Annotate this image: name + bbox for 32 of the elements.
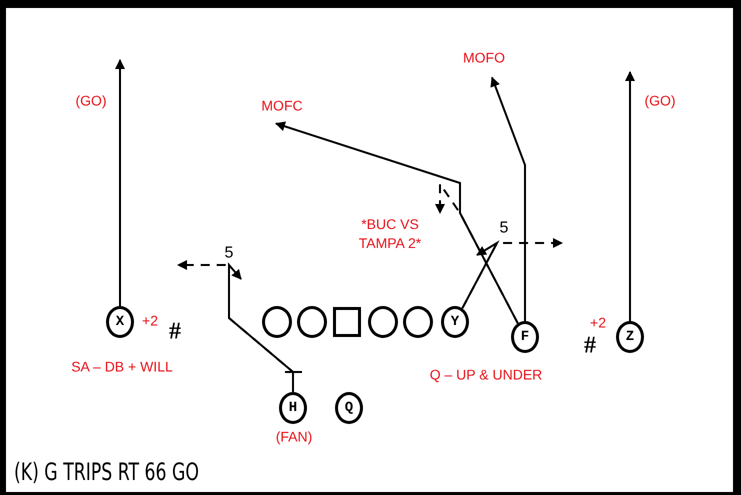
route-arrow — [228, 262, 302, 392]
route-label: (GO) — [75, 92, 107, 110]
hash-mark: # — [169, 322, 181, 342]
hash-mark: # — [584, 336, 596, 356]
route-label: (GO) — [644, 92, 676, 110]
center-square — [333, 307, 361, 337]
player-circle: Y — [441, 306, 469, 338]
route-arrow — [461, 240, 500, 309]
split-note: +2 — [590, 314, 606, 332]
route-arrow — [625, 71, 635, 321]
player-circle: F — [511, 321, 539, 353]
route-label: (FAN) — [276, 428, 312, 446]
depth-number: 5 — [500, 218, 508, 238]
lineman-circle — [368, 306, 398, 338]
lineman-circle — [262, 306, 292, 338]
assignment-note: SA – DB + WILL — [71, 358, 173, 376]
player-circle: Z — [616, 321, 644, 353]
route-label: MOFC — [261, 96, 303, 116]
player-circle: Q — [335, 392, 363, 424]
assignment-note: Q – UP & UNDER — [430, 366, 542, 384]
split-note: +2 — [142, 312, 158, 330]
route-arrow — [275, 122, 519, 324]
player-circle: X — [106, 306, 134, 338]
lineman-circle — [297, 306, 327, 338]
route-arrow — [490, 76, 526, 321]
route-label: MOFO — [463, 48, 505, 68]
route-label: *BUC VS TAMPA 2* — [354, 215, 426, 253]
lineman-circle — [403, 306, 433, 338]
depth-number: 5 — [224, 244, 234, 262]
play-title: (K) G TRIPS RT 66 GO — [14, 458, 199, 486]
route-arrow — [115, 59, 125, 306]
player-circle: H — [279, 392, 307, 424]
